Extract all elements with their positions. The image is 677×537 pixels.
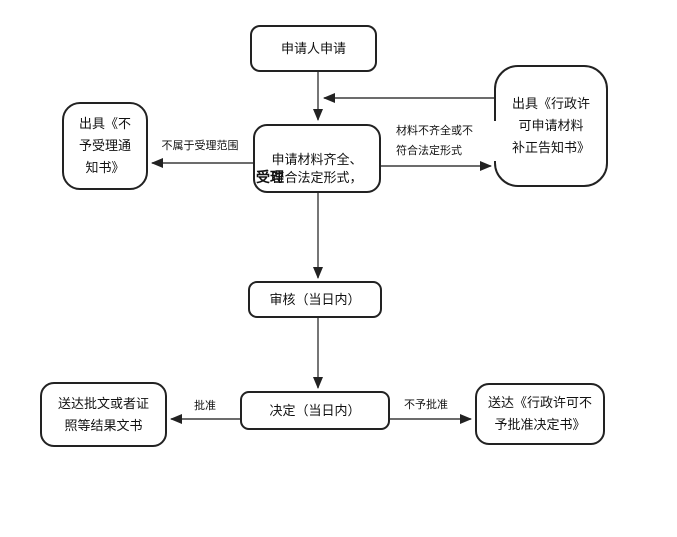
edge-label-approved: 批准 <box>188 396 222 416</box>
node-rejection-notice: 出具《不 予受理通 知书》 <box>62 102 148 190</box>
node-deliver-approval: 送达批文或者证 照等结果文书 <box>40 382 167 447</box>
node-correction-notice: 出具《行政许 可申请材料 补正告知书》 <box>494 65 608 187</box>
node-acceptance-action: 受理 <box>256 169 284 185</box>
node-acceptance-condition: 申请材料齐全、 符合法定形式， <box>271 152 363 185</box>
node-deliver-denial: 送达《行政许可不 予批准决定书》 <box>475 383 605 445</box>
node-review: 审核（当日内） <box>248 281 382 318</box>
node-applicant: 申请人申请 <box>250 25 377 72</box>
node-acceptance: 申请材料齐全、 符合法定形式， 受理 <box>253 124 381 193</box>
edge-label-incomplete-materials: 材料不齐全或不 符合法定形式 <box>396 121 496 161</box>
edge-label-not-approved: 不予批准 <box>400 395 452 415</box>
node-decision: 决定（当日内） <box>240 391 390 430</box>
edge-label-out-of-scope: 不属于受理范围 <box>153 136 247 156</box>
